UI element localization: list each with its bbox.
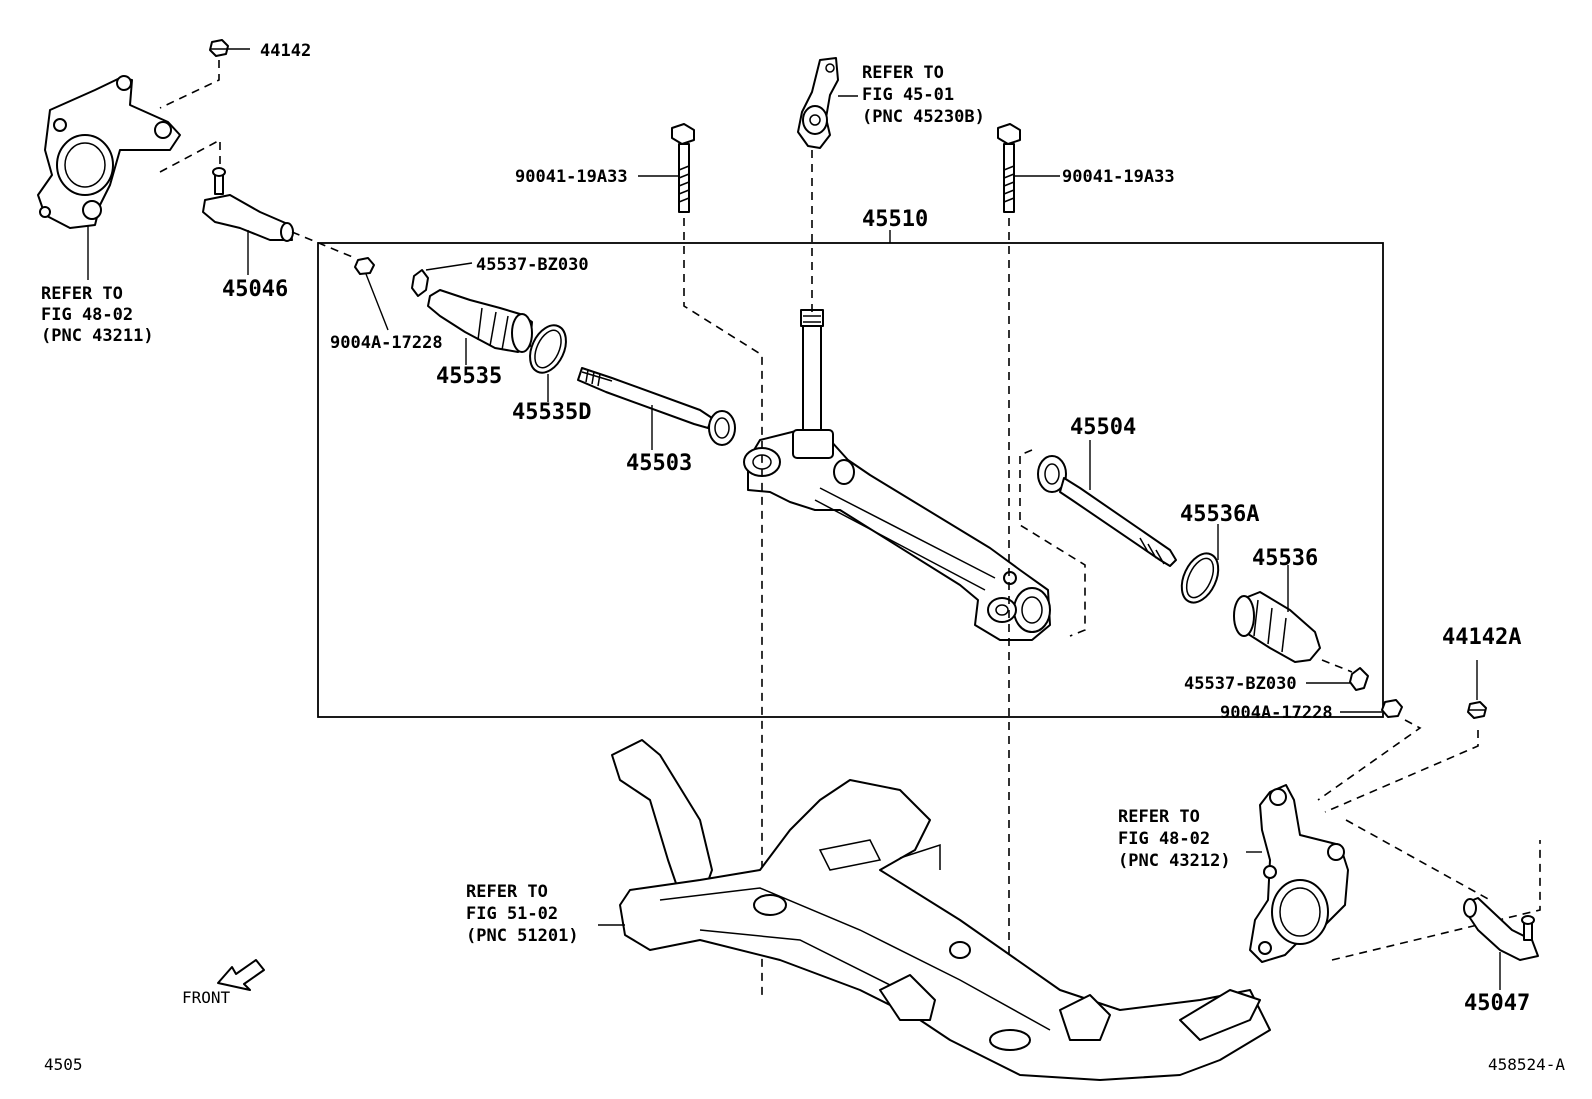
inner-rod-45504 — [1037, 455, 1177, 567]
label-45535: 45535 — [436, 364, 502, 389]
assembly-frame-45510 — [317, 242, 1384, 718]
label-44142: 44142 — [260, 41, 311, 61]
label-45536a: 45536A — [1180, 502, 1259, 527]
label-bolt-right: 90041-19A33 — [1062, 167, 1175, 187]
inner-rod-45503 — [577, 367, 736, 446]
ref-shaft-line1: REFER TO — [862, 63, 944, 83]
label-45536: 45536 — [1252, 546, 1318, 571]
clamp-45537-right — [1349, 667, 1369, 691]
reference-right-knuckle: REFER TO FIG 48-02 (PNC 43212) — [1118, 807, 1231, 871]
band-45536a — [1180, 552, 1220, 604]
ref-left-knuckle-line3: (PNC 43211) — [41, 326, 154, 346]
label-clamp-right: 45537-BZ030 — [1184, 674, 1297, 694]
left-steering-knuckle — [37, 75, 181, 229]
label-45046: 45046 — [222, 277, 288, 302]
ref-right-knuckle-line3: (PNC 43212) — [1118, 851, 1231, 871]
diagram-id: 458524-A — [1488, 1055, 1565, 1074]
nut-44142a — [1467, 701, 1487, 719]
ref-shaft-line3: (PNC 45230B) — [862, 107, 985, 127]
nut-9004a-left — [354, 257, 375, 275]
reference-left-knuckle: REFER TO FIG 48-02 (PNC 43211) — [41, 284, 154, 346]
front-suspension-crossmember — [611, 739, 1271, 1081]
ref-crossmember-line3: (PNC 51201) — [466, 926, 579, 946]
band-45535d — [529, 324, 567, 374]
label-44142a: 44142A — [1442, 625, 1521, 650]
label-45504: 45504 — [1070, 415, 1136, 440]
ref-left-knuckle-line1: REFER TO — [41, 284, 123, 304]
ref-crossmember-line1: REFER TO — [466, 882, 548, 902]
label-45503: 45503 — [626, 451, 692, 476]
ref-right-knuckle-line1: REFER TO — [1118, 807, 1200, 827]
label-bolt-left: 90041-19A33 — [515, 167, 628, 187]
label-45510: 45510 — [862, 207, 928, 232]
reference-crossmember: REFER TO FIG 51-02 (PNC 51201) — [466, 882, 579, 946]
bolt-90041-right — [997, 123, 1021, 213]
label-front: FRONT — [182, 988, 231, 1007]
label-45535d: 45535D — [512, 400, 591, 425]
page-code: 4505 — [44, 1055, 83, 1074]
ref-crossmember-line2: FIG 51-02 — [466, 904, 558, 924]
ref-right-knuckle-line2: FIG 48-02 — [1118, 829, 1210, 849]
reference-steering-shaft: REFER TO FIG 45-01 (PNC 45230B) — [862, 63, 985, 127]
boot-45536 — [1233, 591, 1321, 663]
tie-rod-end-45047 — [1463, 897, 1539, 961]
steering-rack-housing — [743, 309, 1051, 641]
right-steering-knuckle — [1249, 784, 1349, 963]
ref-left-knuckle-line2: FIG 48-02 — [41, 305, 133, 325]
intermediate-steering-shaft — [797, 57, 839, 149]
label-45047: 45047 — [1464, 991, 1530, 1016]
clamp-45537-left — [411, 269, 429, 297]
tie-rod-end-45046 — [202, 167, 294, 242]
label-nut-left: 9004A-17228 — [330, 333, 443, 353]
label-clamp-left: 45537-BZ030 — [476, 255, 589, 275]
front-direction-arrow — [217, 959, 265, 991]
nut-9004a-right — [1381, 699, 1403, 718]
bolt-90041-left — [671, 123, 695, 213]
nut-44142 — [209, 39, 229, 57]
ref-shaft-line2: FIG 45-01 — [862, 85, 954, 105]
label-nut-right: 9004A-17228 — [1220, 703, 1333, 723]
boot-45535 — [427, 289, 533, 353]
